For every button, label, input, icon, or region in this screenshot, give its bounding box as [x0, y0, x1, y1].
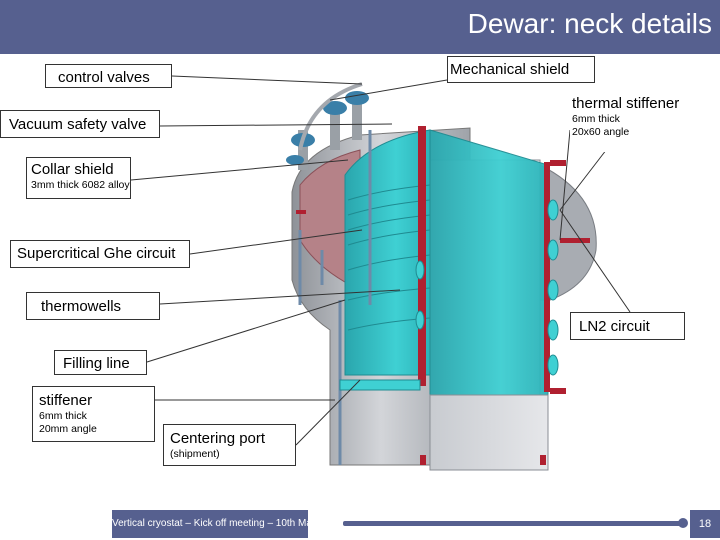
label-supercritical-text: Supercritical Ghe circuit	[17, 245, 176, 262]
label-mechanical-shield: Mechanical shield	[447, 56, 595, 83]
label-mechanical-shield-text: Mechanical shield	[450, 61, 570, 78]
label-stiffener-sub1: 6mm thick	[39, 410, 87, 422]
label-centering-port: Centering port (shipment)	[163, 424, 296, 466]
label-collar-shield-sub: 3mm thick 6082 alloy	[31, 179, 130, 191]
lower-vessel	[429, 394, 549, 471]
label-stiffener-text: stiffener	[39, 392, 93, 409]
title-bar: Dewar: neck details	[0, 0, 720, 54]
label-control-valves: control valves	[45, 64, 172, 88]
label-centering-port-text: Centering port	[170, 430, 266, 447]
label-filling-line: Filling line	[54, 350, 147, 375]
label-centering-port-sub: (shipment)	[170, 448, 220, 460]
thermal-shield	[344, 129, 431, 376]
label-thermowells-text: thermowells	[41, 298, 122, 315]
label-collar-shield-text: Collar shield	[31, 161, 114, 178]
label-filling-line-text: Filling line	[63, 355, 130, 372]
label-collar-shield: Collar shield 3mm thick 6082 alloy	[26, 157, 131, 199]
label-thermal-stiffener-sub2: 20x60 angle	[572, 126, 630, 138]
page-number: 18	[690, 510, 720, 538]
label-supercritical-circuit: Supercritical Ghe circuit	[10, 240, 190, 268]
label-vacuum-safety-valve-text: Vacuum safety valve	[9, 116, 147, 133]
footer-text: Vertical cryostat – Kick off meeting – 1…	[112, 510, 373, 538]
progress-dot	[678, 518, 688, 528]
label-thermal-stiffener-sub1: 6mm thick	[572, 113, 620, 125]
leader-lines	[130, 75, 631, 446]
label-control-valves-text: control valves	[58, 69, 150, 86]
progress-bar	[343, 521, 681, 526]
cutaway-cyan	[429, 129, 549, 401]
ln2-ripples	[415, 199, 559, 376]
red-flanges	[296, 126, 590, 465]
label-stiffener-sub2: 20mm angle	[39, 423, 97, 435]
outer-flange-right	[539, 164, 597, 301]
label-thermal-stiffener-text: thermal stiffener	[572, 95, 680, 112]
label-stiffener: stiffener 6mm thick 20mm angle	[32, 386, 155, 442]
label-thermowells: thermowells	[26, 292, 160, 320]
label-ln2-circuit: LN2 circuit	[570, 312, 685, 340]
label-vacuum-safety-valve: Vacuum safety valve	[0, 110, 160, 138]
lower-stiffener	[339, 379, 421, 391]
label-ln2-circuit-text: LN2 circuit	[579, 318, 650, 335]
label-thermal-stiffener: thermal stiffener 6mm thick 20x60 angle	[570, 92, 700, 152]
page-title: Dewar: neck details	[467, 8, 712, 39]
